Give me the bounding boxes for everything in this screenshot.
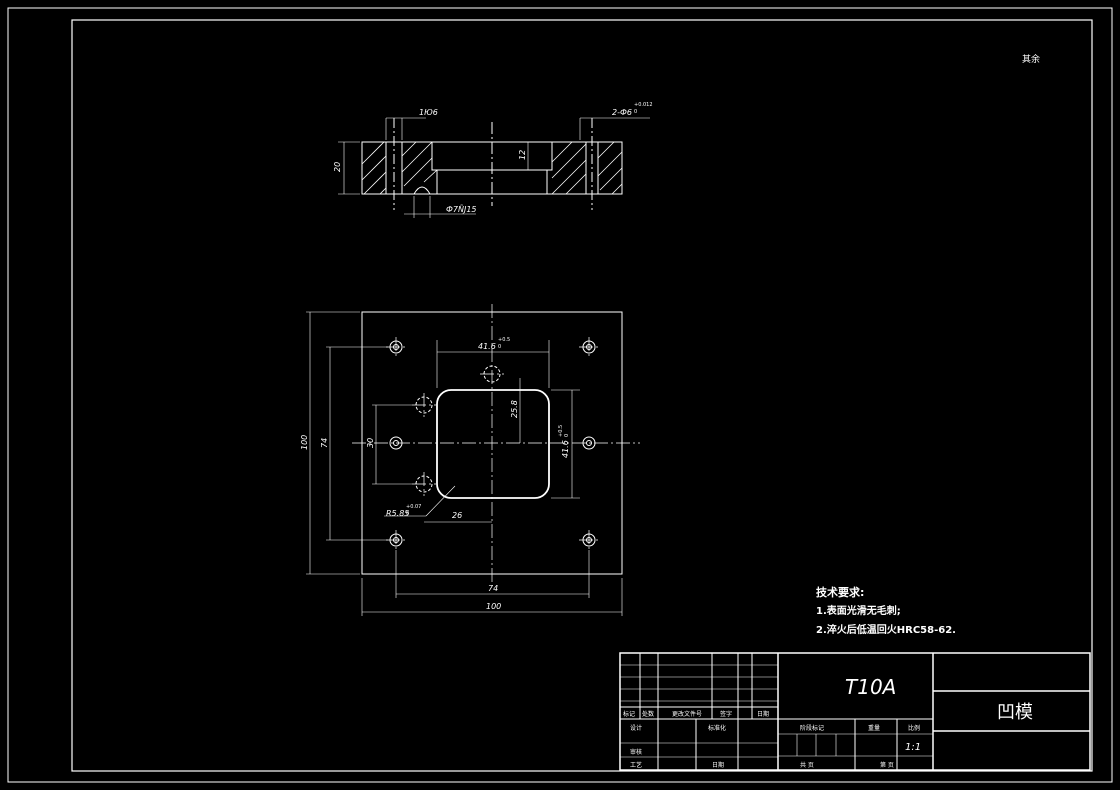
tech-req-line1: 1.表面光滑无毛刺; (816, 604, 901, 617)
dim-radius: R5.85 (386, 509, 409, 518)
dimension-lines (306, 311, 623, 616)
cavity-left (431, 142, 438, 194)
lbl-page: 第 页 (880, 761, 894, 769)
lbl-weight: 重量 (868, 724, 880, 732)
lbl-ratio: 比例 (908, 724, 920, 732)
dim-radius-tol2: 0 (406, 511, 409, 517)
lbl-approve: 日期 (712, 761, 724, 769)
section-view (338, 117, 650, 218)
pin-holes (415, 365, 501, 493)
dim-opening-h-tol: +0.5 (558, 425, 564, 437)
dim-depth: 12 (518, 150, 527, 160)
cavity-right (546, 142, 553, 194)
dim-height: 20 (333, 162, 342, 172)
lbl-date: 日期 (757, 710, 769, 718)
lbl-total: 共 页 (800, 761, 814, 769)
dim-left-74: 74 (320, 438, 329, 448)
lbl-mark: 标记 (623, 710, 635, 718)
lbl-design: 设计 (630, 724, 642, 732)
hatch-right (551, 141, 623, 195)
tech-req-line2: 2.淬火后低温回火HRC58-62. (816, 623, 956, 636)
dim-holes: 2-Ф6 (612, 108, 632, 117)
dim-bottom-74: 74 (488, 584, 498, 593)
lbl-file: 更改文件号 (672, 710, 702, 718)
lbl-review: 审核 (630, 748, 642, 756)
dim-opening-h-tol2: 0 (564, 434, 570, 437)
dim-opening-h: 41.6 (561, 440, 570, 458)
dim-bottom-100: 100 (486, 602, 501, 611)
lbl-sign: 签字 (720, 710, 732, 718)
dim-top-left: 1Ю6 (419, 108, 438, 117)
die-opening (436, 389, 550, 499)
scale-value: 1:1 (905, 742, 921, 753)
title-block (619, 652, 1091, 771)
dim-cbore: Ф7ÑЈ15 (446, 204, 477, 214)
tech-req-heading: 技术要求: (816, 585, 864, 599)
material-label: T10A (845, 675, 896, 699)
dim-opening-w-tol2: 0 (498, 344, 501, 350)
dim-offset: 26 (452, 511, 462, 520)
dim-holes-tol2: 0 (634, 109, 637, 115)
lbl-process: 工艺 (630, 761, 642, 769)
dim-opening-w: 41.6 (478, 342, 496, 351)
dim-left-30: 30 (366, 438, 375, 448)
outer-border (7, 7, 1113, 783)
corner-note: 其余 (1022, 53, 1040, 65)
lbl-stage: 阶段标记 (800, 724, 824, 732)
center-lines (352, 304, 640, 582)
dim-opening-w-tol: +0.5 (498, 337, 510, 343)
plan-view (306, 304, 640, 616)
dim-radius-tol: +0.07 (406, 504, 421, 510)
hatch-left (361, 141, 438, 195)
dim-left-100: 100 (300, 435, 309, 450)
lbl-count: 处数 (642, 710, 654, 718)
dim-holes-tol: +0.012 (634, 102, 653, 108)
part-name: 凹模 (997, 702, 1033, 723)
lbl-std: 标准化 (708, 724, 726, 732)
inner-border (71, 19, 1093, 772)
dim-inner: 25.8 (510, 400, 519, 418)
